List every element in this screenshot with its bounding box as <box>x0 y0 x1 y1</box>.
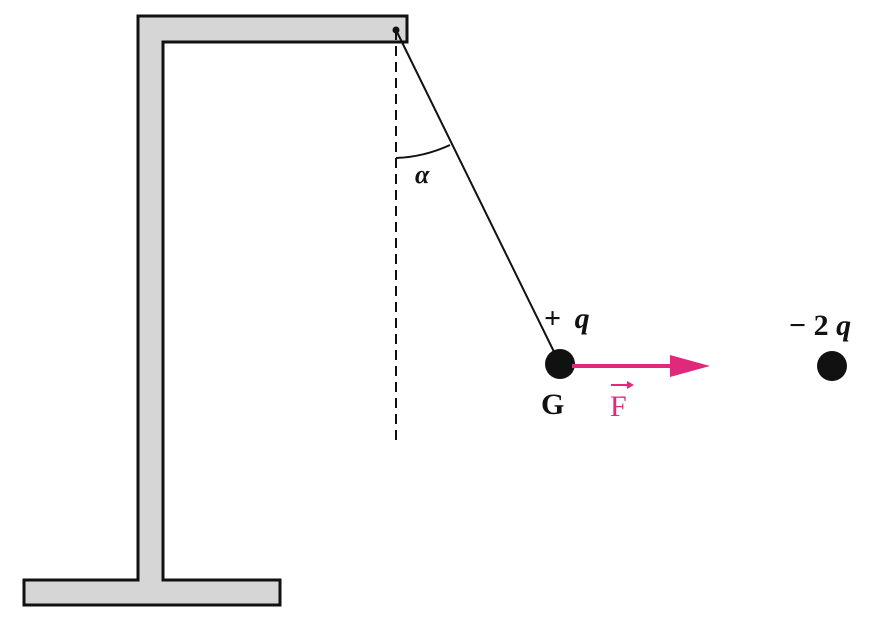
charge-minus-2q-label: − 2 q <box>789 309 851 342</box>
charge-plus-sign: + <box>544 302 561 335</box>
force-arrow-head <box>670 355 710 377</box>
charge-minus-symbol: q <box>836 309 851 342</box>
charge-plus-symbol: q <box>575 302 590 335</box>
force-label: F <box>610 390 627 423</box>
charge-plus-q-label: + q <box>544 302 590 335</box>
support-frame <box>22 14 409 607</box>
angle-arc <box>395 144 451 159</box>
center-of-mass-label: G <box>541 388 564 421</box>
pendulum-thread <box>395 29 561 365</box>
fixed-charge <box>817 351 847 381</box>
force-vector-overline-head <box>627 381 634 389</box>
charge-minus-prefix: − 2 <box>789 309 829 342</box>
angle-alpha-label: α <box>415 160 430 189</box>
pendulum-ball <box>545 349 575 379</box>
pivot-point <box>392 26 400 34</box>
